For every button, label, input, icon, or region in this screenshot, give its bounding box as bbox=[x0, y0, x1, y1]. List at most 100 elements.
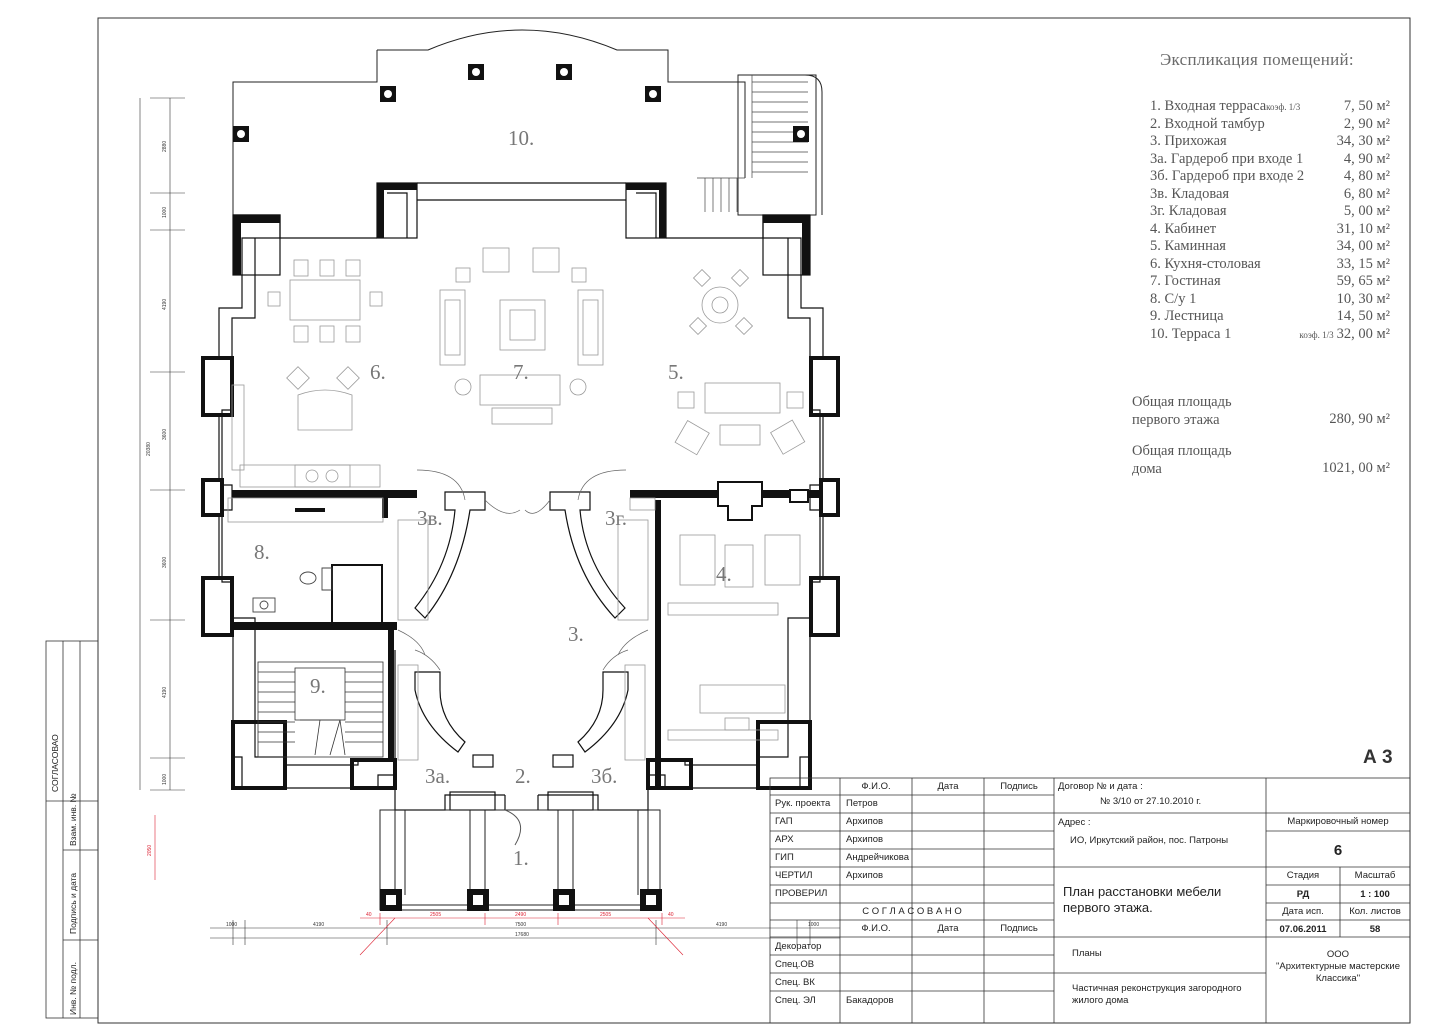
tb-name-2: Бакадоров bbox=[846, 995, 894, 1006]
room-label-3a: 3а. bbox=[425, 764, 451, 788]
explication-title: Экспликация помещений: bbox=[1160, 50, 1354, 69]
tb-role: ГИП bbox=[775, 852, 794, 863]
room-area: 6, 80 м² bbox=[1343, 185, 1390, 202]
tb-marking-value: 6 bbox=[1333, 842, 1343, 859]
room-name: 3. Прихожая bbox=[1150, 133, 1227, 149]
total-floor-line1: Общая площадь bbox=[1132, 394, 1232, 410]
explication-row: 5. Каминная 34, 00 м² bbox=[1150, 238, 1390, 256]
room-label-3g: 3г. bbox=[605, 506, 627, 530]
room-area: 4, 90 м² bbox=[1343, 150, 1390, 167]
tb-col-fio-2: Ф.И.О. bbox=[861, 923, 891, 934]
room-name: 7. Гостиная bbox=[1150, 273, 1221, 289]
tb-project-line2: жилого дома bbox=[1072, 995, 1129, 1006]
tb-stage-value: РД bbox=[1296, 889, 1310, 900]
room-name: 8. С/у 1 bbox=[1150, 290, 1197, 307]
tb-org-line2: "Архитектурные мастерские bbox=[1276, 961, 1400, 972]
tb-role: ЧЕРТИЛ bbox=[775, 870, 813, 881]
total-house-value: 1021, 00 м² bbox=[1322, 460, 1390, 476]
room-area: 34, 00 м² bbox=[1336, 238, 1390, 254]
dim-red-3: 2490 bbox=[515, 912, 527, 918]
room-label-2: 2. bbox=[515, 764, 531, 788]
entry-columns bbox=[380, 889, 662, 911]
entry-terrace-1 bbox=[379, 809, 661, 911]
tb-sheets-label: Кол. листов bbox=[1349, 906, 1401, 917]
room-area: 2, 90 м² bbox=[1343, 115, 1390, 132]
side-stamp-podpis: Подпись и дата bbox=[68, 872, 78, 934]
bottom-dimension-chain bbox=[210, 913, 840, 956]
dim-bottom-2: 4190 bbox=[313, 922, 325, 928]
tb-role: ПРОВЕРИЛ bbox=[775, 888, 828, 899]
bathroom-8-fixtures bbox=[252, 508, 383, 624]
side-stamp-inv: Инв. № подл. bbox=[68, 962, 78, 1015]
tb-name: Архипов bbox=[846, 870, 884, 881]
tb-name: Архипов bbox=[846, 834, 884, 845]
dim-bottom-5: 1000 bbox=[808, 922, 820, 928]
tb-name: Архипов bbox=[846, 816, 884, 827]
terrace-columns bbox=[233, 64, 809, 142]
total-house-label: Общая площадь дома bbox=[1132, 442, 1292, 478]
explication-row: 6. Кухня-столовая 33, 15 м² bbox=[1150, 256, 1390, 274]
room-area: 5, 00 м² bbox=[1343, 203, 1390, 219]
tb-stage-label: Стадия bbox=[1286, 870, 1320, 881]
side-stamp-vzam: Взам. инв. № bbox=[68, 793, 78, 846]
explication-row: 3а. Гардероб при входе 1 4, 90 м² bbox=[1150, 151, 1390, 169]
room-label-6: 6. bbox=[370, 360, 386, 384]
room-coef: коэф. 1/3 bbox=[1266, 102, 1301, 112]
room-area: 4, 80 м² bbox=[1343, 168, 1390, 184]
tb-role: ГАП bbox=[775, 816, 793, 827]
room-label-10: 10. bbox=[508, 126, 535, 150]
dim-red-1: 40 bbox=[366, 912, 372, 918]
room-area: 33, 15 м² bbox=[1336, 255, 1390, 272]
room-area: 59, 65 м² bbox=[1336, 273, 1390, 289]
tb-name: Андрейчикова bbox=[846, 852, 910, 863]
dim-left-7: 1000 bbox=[162, 773, 168, 785]
tb-col-date: Дата bbox=[937, 781, 959, 792]
room-name: 9. Лестница bbox=[1150, 308, 1224, 324]
tb-col-date-2: Дата bbox=[937, 923, 959, 934]
tb-drawing-title-line2: первого этажа. bbox=[1063, 900, 1153, 915]
room-name: 1. Входная терраса bbox=[1150, 98, 1267, 114]
room-label-4: 4. bbox=[716, 562, 732, 586]
dim-left-3: 4190 bbox=[162, 298, 168, 310]
furniture bbox=[227, 247, 806, 761]
tb-name: Петров bbox=[846, 798, 878, 809]
tb-role: Рук. проекта bbox=[775, 798, 831, 809]
tb-soglasovano: С О Г Л А С О В А Н О bbox=[862, 906, 962, 917]
tb-scale-label: Масштаб bbox=[1354, 870, 1396, 881]
tb-role-2: Спец.ОВ bbox=[775, 959, 815, 970]
dim-bottom-4: 4190 bbox=[716, 922, 728, 928]
dim-red-4: 2505 bbox=[600, 912, 612, 918]
side-stamp-soglasovano: СОГЛАСОВАО bbox=[50, 734, 60, 792]
tb-org-line1: ООО bbox=[1326, 949, 1350, 960]
room-area: 7, 50 м² bbox=[1343, 98, 1390, 114]
room-area: 10, 30 м² bbox=[1336, 290, 1390, 307]
explication-row: 1. Входная террасакоэф. 1/3 7, 50 м² bbox=[1150, 98, 1390, 116]
explication-row: 7. Гостиная 59, 65 м² bbox=[1150, 273, 1390, 291]
tb-marking-label: Маркировочный номер bbox=[1287, 816, 1389, 827]
room-label-8: 8. bbox=[254, 540, 270, 564]
tb-role-2: Декоратор bbox=[775, 941, 822, 952]
tb-contract-label: Договор № и дата : bbox=[1058, 781, 1143, 792]
room-label-9: 9. bbox=[310, 674, 326, 698]
dim-bottom-1: 1000 bbox=[226, 922, 238, 928]
room-name: 6. Кухня-столовая bbox=[1150, 255, 1261, 272]
room-name: 4. Кабинет bbox=[1150, 220, 1217, 237]
fireplace bbox=[717, 481, 809, 521]
room-name: 3а. Гардероб при входе 1 bbox=[1150, 150, 1304, 167]
dim-red-5: 40 bbox=[668, 912, 674, 918]
terrace-10 bbox=[232, 29, 823, 216]
dim-left-red: 2050 bbox=[147, 844, 153, 856]
tb-section: Планы bbox=[1072, 948, 1102, 959]
tb-address-value: ИО, Иркутский район, пос. Патроны bbox=[1070, 835, 1229, 846]
room-name: 5. Каминная bbox=[1150, 238, 1226, 254]
room-label-7: 7. bbox=[513, 360, 529, 384]
dim-left-5: 3600 bbox=[162, 556, 168, 568]
tb-role-2: Спец. ЭЛ bbox=[775, 995, 816, 1006]
dim-left-2: 1000 bbox=[162, 206, 168, 218]
tb-address-label: Адрес : bbox=[1058, 817, 1091, 828]
dim-bottom-total: 17680 bbox=[515, 932, 529, 938]
